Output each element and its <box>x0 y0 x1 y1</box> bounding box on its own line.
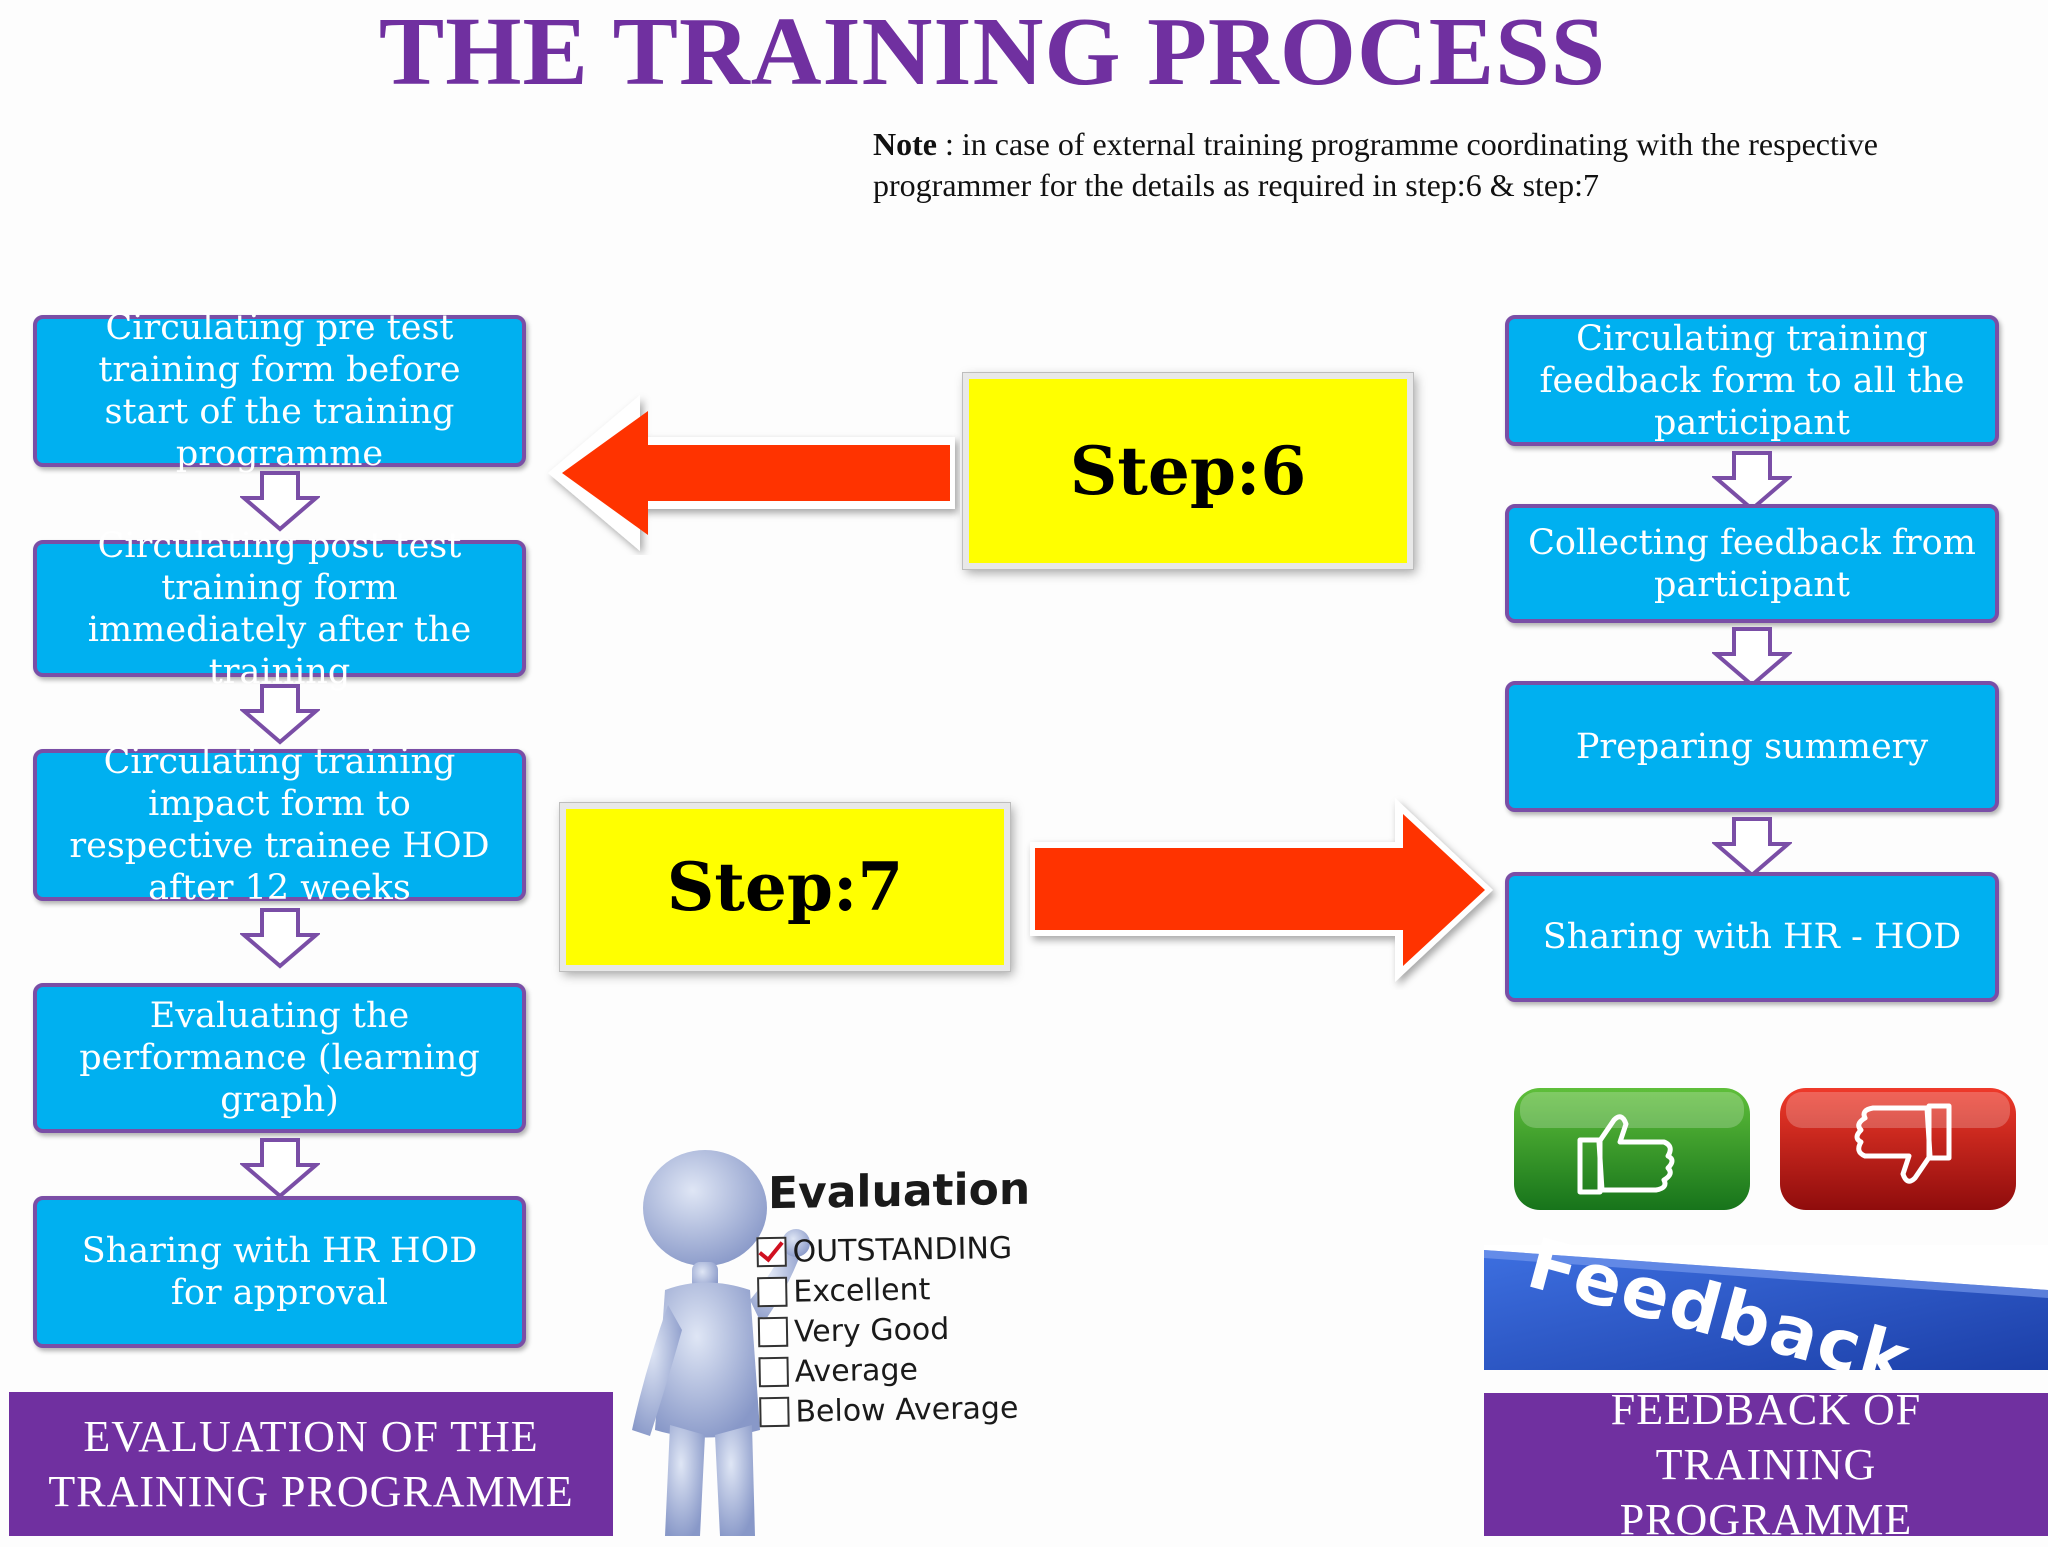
evaluation-option: OUTSTANDING <box>756 1228 1016 1273</box>
left-arrow-icon <box>548 395 955 551</box>
left-step-3: Circulating training impact form to resp… <box>33 742 526 908</box>
evaluation-options: OUTSTANDING Excellent Very Good Average … <box>756 1228 1019 1433</box>
step-7-box: Step:7 <box>559 802 1011 972</box>
down-arrow-icon <box>240 471 320 532</box>
left-step-2: Circulating post test training form imme… <box>33 526 526 692</box>
left-step-5: Sharing with HR HOD for approval <box>33 1196 526 1348</box>
note: Note : in case of external training prog… <box>873 124 2043 206</box>
left-step-1: Circulating pre test training form befor… <box>33 308 526 474</box>
thumbs-down-icon <box>1854 1103 1952 1184</box>
option-label: Below Average <box>795 1390 1019 1430</box>
note-label: Note <box>873 126 937 162</box>
note-text: : in case of external training programme… <box>873 126 1878 203</box>
evaluation-option: Excellent <box>757 1268 1017 1313</box>
checked-checkbox-icon <box>756 1236 787 1268</box>
step-6-box: Step:6 <box>962 372 1414 570</box>
feedback-illustration: Feedback <box>1484 1088 2048 1370</box>
option-label: Very Good <box>793 1311 950 1350</box>
right-step-2: Collecting feedback from participant <box>1505 504 1999 623</box>
right-step-4: Sharing with HR - HOD <box>1505 872 1999 1002</box>
checkbox-icon <box>757 1276 788 1308</box>
evaluation-option: Very Good <box>757 1308 1018 1353</box>
down-arrow-icon <box>240 1138 320 1199</box>
right-step-3: Preparing summery <box>1505 681 1999 812</box>
right-arrow-icon <box>1030 798 1493 982</box>
down-arrow-icon <box>1712 627 1792 688</box>
checkbox-icon <box>759 1396 790 1428</box>
down-arrow-icon <box>1712 817 1792 878</box>
option-label: Average <box>794 1351 919 1390</box>
left-step-4: Evaluating the performance (learning gra… <box>33 983 526 1133</box>
checkbox-icon <box>757 1316 789 1348</box>
down-arrow-icon <box>240 908 320 969</box>
option-label: OUTSTANDING <box>792 1230 1013 1270</box>
checkbox-icon <box>758 1356 789 1388</box>
evaluation-title: Evaluation <box>768 1163 1031 1220</box>
option-label: Excellent <box>793 1271 931 1310</box>
down-arrow-icon <box>240 684 320 745</box>
right-step-1: Circulating training feedback form to al… <box>1505 315 1999 446</box>
evaluation-option: Average <box>758 1348 1018 1393</box>
page-title: THE TRAINING PROCESS <box>378 0 1607 106</box>
thumbs-up-icon <box>1577 1114 1675 1195</box>
evaluation-option: Below Average <box>759 1388 1019 1433</box>
feedback-banner: FEEDBACK OF TRAINING PROGRAMME <box>1484 1385 2048 1544</box>
evaluation-banner: EVALUATION OF THE TRAINING PROGRAMME <box>9 1392 613 1536</box>
down-arrow-icon <box>1712 451 1792 512</box>
